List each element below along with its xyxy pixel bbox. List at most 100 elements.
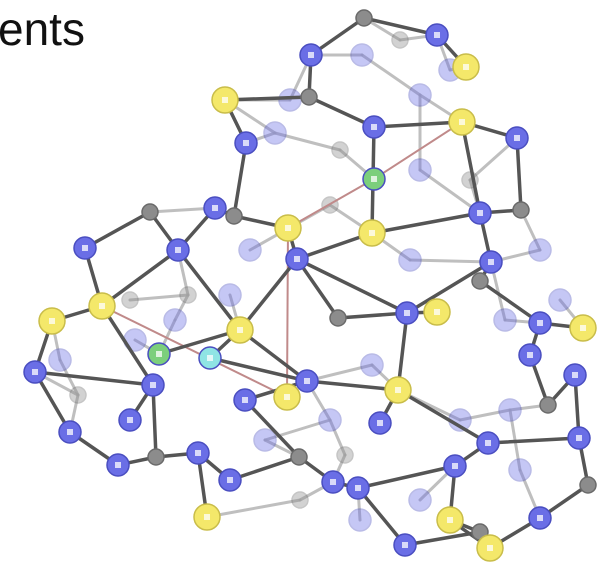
slide-title-fragment: ents: [0, 3, 85, 55]
atom-highlight: [369, 230, 375, 236]
atom-highlight: [459, 119, 465, 125]
bond: [307, 95, 376, 129]
highlight-bond: [101, 305, 288, 398]
atom-gray: [391, 31, 409, 49]
atom-blue: [348, 508, 372, 532]
atom-highlight: [371, 124, 377, 130]
bond: [460, 120, 482, 215]
back-bond: [205, 498, 302, 519]
atom-highlight: [434, 309, 440, 315]
atom-highlight: [477, 210, 483, 216]
atom-gray: [329, 309, 347, 327]
atom-highlight: [377, 420, 383, 426]
bond: [223, 95, 311, 102]
bond: [295, 257, 340, 320]
atom-highlight: [67, 429, 73, 435]
atom-highlight: [355, 485, 361, 491]
bond: [157, 328, 242, 356]
atom-blue: [48, 348, 72, 372]
atom-highlight: [452, 463, 458, 469]
bond: [405, 260, 493, 315]
bond: [362, 16, 439, 37]
atom-highlight: [485, 440, 491, 446]
atom-highlight: [514, 135, 520, 141]
atom-highlight: [463, 64, 469, 70]
atom-highlight: [237, 327, 243, 333]
atom-gray: [147, 448, 165, 466]
atom-gray: [291, 491, 309, 509]
bond: [176, 248, 242, 332]
atom-highlight: [447, 517, 453, 523]
atom-highlight: [402, 542, 408, 548]
atom-gray: [579, 476, 597, 494]
atom-gray: [121, 291, 139, 309]
atom-blue: [548, 288, 572, 312]
back-bond: [263, 418, 332, 442]
bond: [478, 279, 542, 325]
atom-gray: [336, 446, 354, 464]
atom-highlight: [175, 247, 181, 253]
bond: [100, 248, 180, 308]
atom-highlight: [308, 52, 314, 58]
back-bond: [128, 293, 190, 302]
atom-gray: [539, 396, 557, 414]
atom-blue: [528, 238, 552, 262]
bond: [228, 455, 301, 482]
background-atoms: [48, 31, 572, 532]
atom-blue: [508, 458, 532, 482]
bond: [151, 383, 158, 459]
atom-highlight: [572, 372, 578, 378]
bond: [305, 379, 400, 392]
atom-highlight: [49, 318, 55, 324]
atom-gray: [331, 141, 349, 159]
atom-highlight: [537, 515, 543, 521]
back-bond: [360, 53, 422, 97]
back-bond: [328, 418, 347, 457]
atom-highlight: [294, 256, 300, 262]
bond: [356, 486, 407, 547]
atom-highlight: [227, 477, 233, 483]
back-bond: [408, 258, 493, 264]
atom-highlight: [285, 225, 291, 231]
atom-highlight: [576, 435, 582, 441]
atom-gray: [355, 9, 373, 27]
bond: [243, 398, 301, 459]
atom-blue: [360, 353, 384, 377]
atom-blue: [408, 83, 432, 107]
atom-highlight: [404, 310, 410, 316]
back-bond: [458, 408, 512, 422]
bond: [295, 257, 409, 315]
atom-gray: [141, 203, 159, 221]
highlight-bond: [287, 178, 375, 229]
bond: [396, 388, 490, 445]
atom-gray: [69, 386, 87, 404]
atom-highlight: [434, 32, 440, 38]
bond: [486, 436, 581, 445]
atom-gray: [512, 201, 530, 219]
atom-highlight: [32, 369, 38, 375]
atom-blue: [163, 308, 187, 332]
atom-highlight: [488, 259, 494, 265]
back-bond: [173, 293, 190, 322]
bond: [208, 356, 309, 383]
atom-gray: [225, 207, 243, 225]
bond: [33, 370, 155, 387]
back-bond: [273, 131, 342, 152]
atom-blue: [493, 308, 517, 332]
atom-highlight: [156, 351, 162, 357]
bond: [232, 141, 248, 218]
atom-blue: [278, 88, 302, 112]
foreground-atoms: [23, 9, 597, 562]
atom-blue: [350, 43, 374, 67]
atom-highlight: [82, 245, 88, 251]
bond: [83, 210, 152, 250]
bond: [370, 211, 482, 235]
atom-blue: [253, 428, 277, 452]
bond: [403, 530, 482, 547]
atom-highlight: [222, 97, 228, 103]
atom-highlight: [284, 394, 290, 400]
highlight-bond: [373, 121, 463, 180]
atom-blue: [318, 408, 342, 432]
atom-blue: [408, 488, 432, 512]
atom-highlight: [115, 462, 121, 468]
